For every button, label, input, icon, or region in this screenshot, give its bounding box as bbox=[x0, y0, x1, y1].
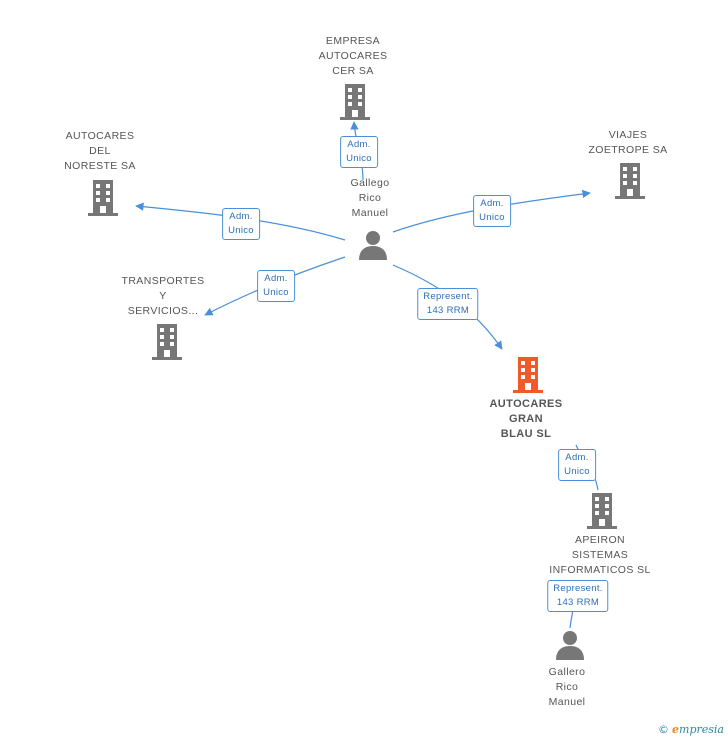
edge-label-to-cer[interactable]: Adm. Unico bbox=[340, 136, 378, 168]
node-apeiron-sistemas[interactable]: APEIRON SISTEMAS INFORMATICOS SL bbox=[549, 534, 651, 576]
node-autocares-noreste[interactable]: AUTOCARES DEL NORESTE SA bbox=[64, 130, 136, 172]
edge-label-to-noreste[interactable]: Adm. Unico bbox=[222, 208, 260, 240]
node-empresa-autocares-cer[interactable]: EMPRESA AUTOCARES CER SA bbox=[318, 35, 388, 77]
node-transportes-servicios[interactable]: TRANSPORTES Y SERVICIOS... bbox=[121, 275, 205, 317]
brand-logo: ©empresia bbox=[658, 723, 724, 736]
node-gallero-rico-manuel[interactable]: Gallero Rico Manuel bbox=[548, 666, 586, 708]
edge-label-to-transportes[interactable]: Adm. Unico bbox=[257, 270, 295, 302]
node-viajes-zoetrope[interactable]: VIAJES ZOETROPE SA bbox=[588, 129, 668, 156]
edge-label-gallero-to-apeiron[interactable]: Represent. 143 RRM bbox=[547, 580, 609, 612]
building-focus-icon[interactable] bbox=[513, 357, 543, 393]
edge-label-to-zoetrope[interactable]: Adm. Unico bbox=[473, 195, 511, 227]
edge-label-to-gran-blau[interactable]: Represent. 143 RRM bbox=[417, 288, 479, 320]
copyright-icon: © bbox=[658, 723, 670, 736]
building-icon[interactable] bbox=[615, 163, 645, 199]
person-icon[interactable] bbox=[555, 630, 585, 660]
person-icon[interactable] bbox=[358, 230, 388, 260]
building-icon[interactable] bbox=[152, 324, 182, 360]
building-icon[interactable] bbox=[88, 180, 118, 216]
node-gallego-rico-manuel[interactable]: Gallego Rico Manuel bbox=[350, 177, 390, 219]
edge-label-apeiron-to-gran-blau[interactable]: Adm. Unico bbox=[558, 449, 596, 481]
building-icon[interactable] bbox=[340, 84, 370, 120]
building-icon[interactable] bbox=[587, 493, 617, 529]
node-autocares-gran-blau[interactable]: AUTOCARES GRAN BLAU SL bbox=[489, 398, 563, 440]
